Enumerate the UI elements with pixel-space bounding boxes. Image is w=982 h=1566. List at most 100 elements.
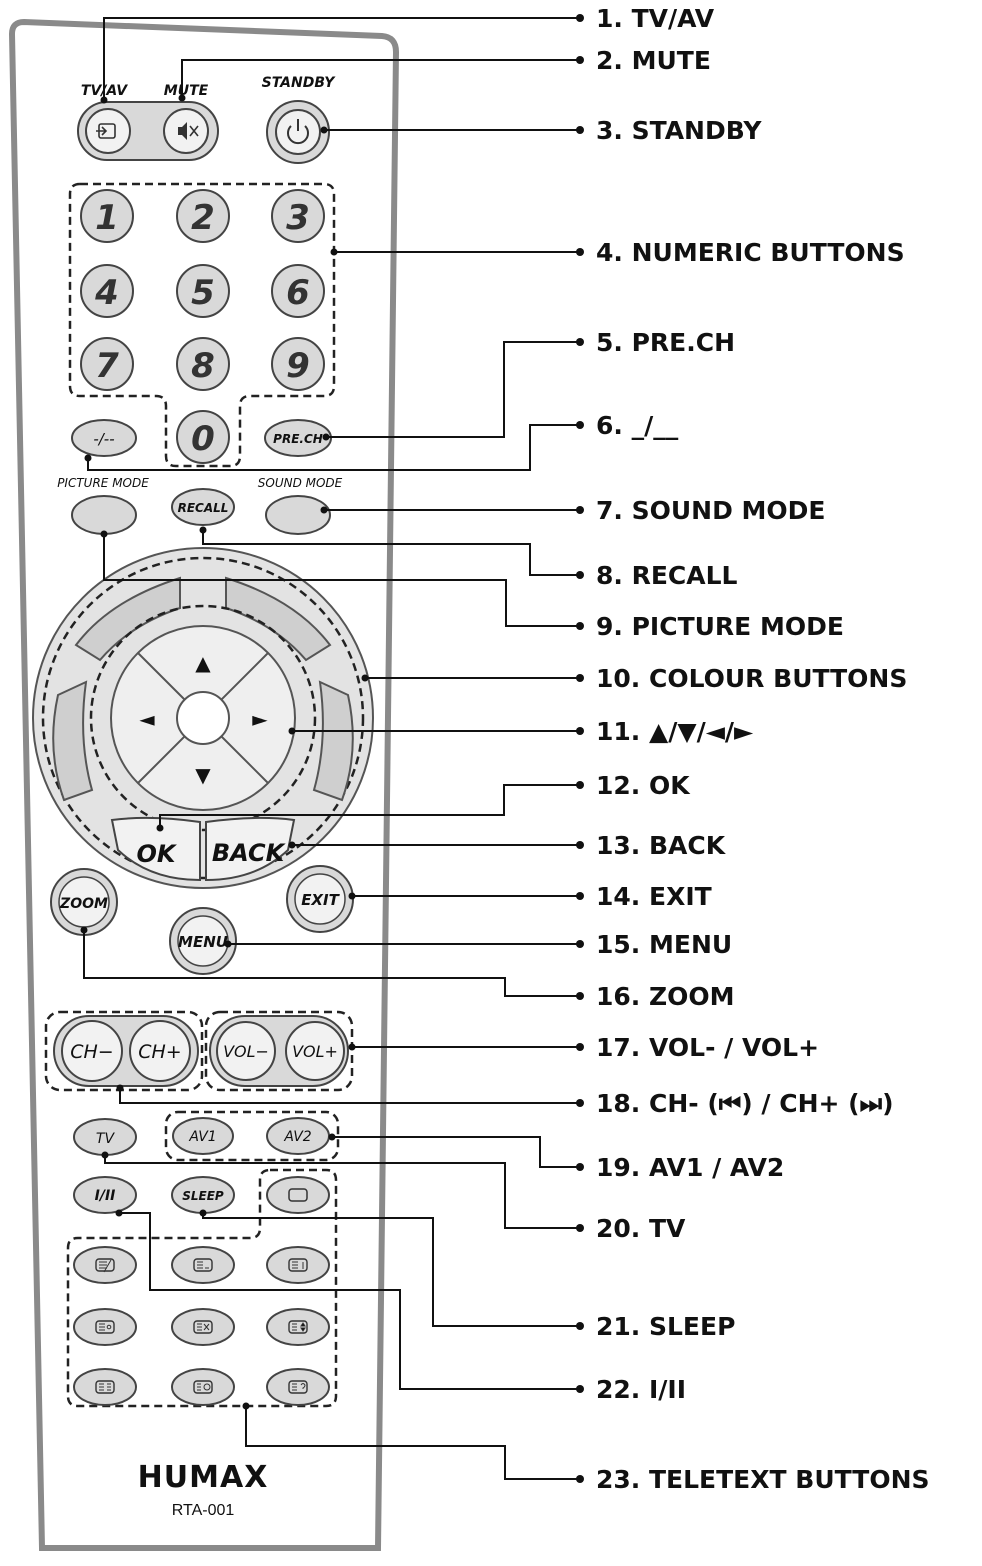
callout-17: 17. VOL- / VOL+ — [596, 1033, 820, 1062]
svg-text:SLEEP: SLEEP — [182, 1189, 224, 1203]
arrow-right-button[interactable]: ► — [252, 707, 268, 731]
tvav-button[interactable] — [85, 108, 131, 154]
arrow-up-button[interactable]: ▲ — [195, 651, 211, 675]
menu-button[interactable]: MENU — [169, 907, 237, 975]
picture-mode-button[interactable] — [71, 495, 137, 535]
i-ii-button[interactable]: I/II — [73, 1176, 137, 1214]
exit-button[interactable]: EXIT — [286, 865, 354, 933]
brand-logo: HUMAX — [138, 1460, 269, 1495]
vol-plus-button[interactable]: VOL+ — [285, 1021, 345, 1081]
teletext-index-icon — [288, 1258, 308, 1272]
prech-button[interactable]: PRE.CH — [264, 419, 332, 457]
svg-text:I/II: I/II — [95, 1188, 116, 1204]
teletext-button-mix[interactable] — [73, 1246, 137, 1284]
teletext-button-screen[interactable] — [266, 1176, 330, 1214]
teletext-button-cancel[interactable] — [171, 1308, 235, 1346]
svg-text:0: 0 — [191, 419, 215, 459]
teletext-reveal-icon — [288, 1380, 308, 1394]
teletext-group-outline — [66, 1168, 338, 1408]
leader-8 — [202, 530, 580, 576]
vol-minus-button[interactable]: VOL− — [216, 1021, 276, 1081]
leader-20 — [104, 1155, 580, 1229]
callout-16: 16. ZOOM — [596, 982, 735, 1011]
callout-10: 10. COLOUR BUTTONS — [596, 664, 908, 693]
teletext-mix-icon — [95, 1258, 115, 1273]
teletext-button-reveal[interactable] — [266, 1368, 330, 1406]
teletext-update-icon — [95, 1380, 115, 1394]
svg-text:1: 1 — [95, 198, 119, 238]
numeric-key-2[interactable]: 2 — [176, 189, 230, 243]
leader-9 — [103, 534, 580, 627]
numeric-key-7[interactable]: 7 — [80, 337, 134, 391]
svg-text:8: 8 — [191, 346, 215, 386]
callout-20: 20. TV — [596, 1214, 686, 1243]
dash-button[interactable]: -/-- — [71, 419, 137, 457]
mute-button[interactable] — [163, 108, 209, 154]
teletext-button-subpage[interactable] — [171, 1246, 235, 1284]
callout-7: 7. SOUND MODE — [596, 496, 826, 525]
recall-button[interactable]: RECALL — [171, 488, 235, 526]
teletext-button-time[interactable] — [171, 1368, 235, 1406]
teletext-button-size[interactable] — [266, 1308, 330, 1346]
svg-text:9: 9 — [286, 346, 310, 386]
sound-mode-label: SOUND MODE — [258, 476, 343, 490]
zoom-button[interactable]: ZOOM — [50, 868, 118, 936]
tv-button[interactable]: TV — [73, 1118, 137, 1156]
standby-label: STANDBY — [262, 75, 337, 91]
sleep-button[interactable]: SLEEP — [171, 1176, 235, 1214]
callout-4: 4. NUMERIC BUTTONS — [596, 238, 905, 267]
back-button[interactable]: BACK — [205, 816, 296, 882]
callout-6: 6. _/__ — [596, 411, 679, 440]
av2-button[interactable]: AV2 — [266, 1117, 330, 1155]
svg-text:6: 6 — [286, 273, 310, 313]
numeric-key-5[interactable]: 5 — [176, 264, 230, 318]
teletext-subpage-icon — [193, 1258, 213, 1272]
leader-22 — [119, 1212, 580, 1390]
numeric-key-6[interactable]: 6 — [271, 264, 325, 318]
arrow-left-button[interactable]: ◄ — [139, 707, 155, 731]
ch-minus-button[interactable]: CH− — [61, 1020, 123, 1082]
teletext-button-index[interactable] — [266, 1246, 330, 1284]
arrow-down-button[interactable]: ▼ — [195, 763, 211, 787]
svg-text:7: 7 — [95, 346, 119, 386]
leader-18 — [119, 1088, 580, 1104]
svg-text:VOL−: VOL− — [223, 1042, 269, 1061]
standby-button[interactable] — [266, 100, 330, 164]
svg-text:RECALL: RECALL — [178, 501, 229, 515]
dpad-center — [176, 691, 230, 745]
numeric-key-0[interactable]: 0 — [176, 410, 230, 464]
sound-mode-button[interactable] — [265, 495, 331, 535]
callout-8: 8. RECALL — [596, 561, 738, 590]
svg-text:VOL+: VOL+ — [292, 1042, 338, 1061]
svg-text:BACK: BACK — [212, 839, 287, 867]
callout-18: 18. CH- (⏮) / CH+ (⏭) — [596, 1089, 894, 1118]
callout-15: 15. MENU — [596, 930, 733, 959]
picture-mode-label: PICTURE MODE — [57, 476, 149, 490]
leader-1 — [103, 17, 580, 100]
callout-14: 14. EXIT — [596, 882, 712, 911]
colour-button-yellow[interactable] — [52, 680, 94, 802]
teletext-button-hold[interactable] — [73, 1308, 137, 1346]
callout-13: 13. BACK — [596, 831, 726, 860]
numeric-key-4[interactable]: 4 — [80, 264, 134, 318]
teletext-button-update[interactable] — [73, 1368, 137, 1406]
colour-buttons-outline — [41, 556, 365, 880]
callout-2: 2. MUTE — [596, 46, 711, 75]
callout-1: 1. TV/AV — [596, 4, 715, 33]
leader-6 — [87, 424, 580, 471]
teletext-time-icon — [193, 1380, 213, 1394]
colour-button-red[interactable] — [74, 576, 181, 662]
ch-group-outline — [44, 1010, 204, 1092]
numeric-key-3[interactable]: 3 — [271, 189, 325, 243]
ch-plus-button[interactable]: CH+ — [129, 1020, 191, 1082]
input-icon — [96, 123, 116, 139]
numeric-key-8[interactable]: 8 — [176, 337, 230, 391]
av1-button[interactable]: AV1 — [172, 1117, 234, 1155]
colour-button-green[interactable] — [225, 576, 332, 662]
svg-text:TV: TV — [96, 1131, 116, 1147]
numeric-key-9[interactable]: 9 — [271, 337, 325, 391]
numeric-key-1[interactable]: 1 — [80, 189, 134, 243]
leader-16 — [83, 930, 580, 997]
ok-button[interactable]: OK — [110, 816, 201, 882]
